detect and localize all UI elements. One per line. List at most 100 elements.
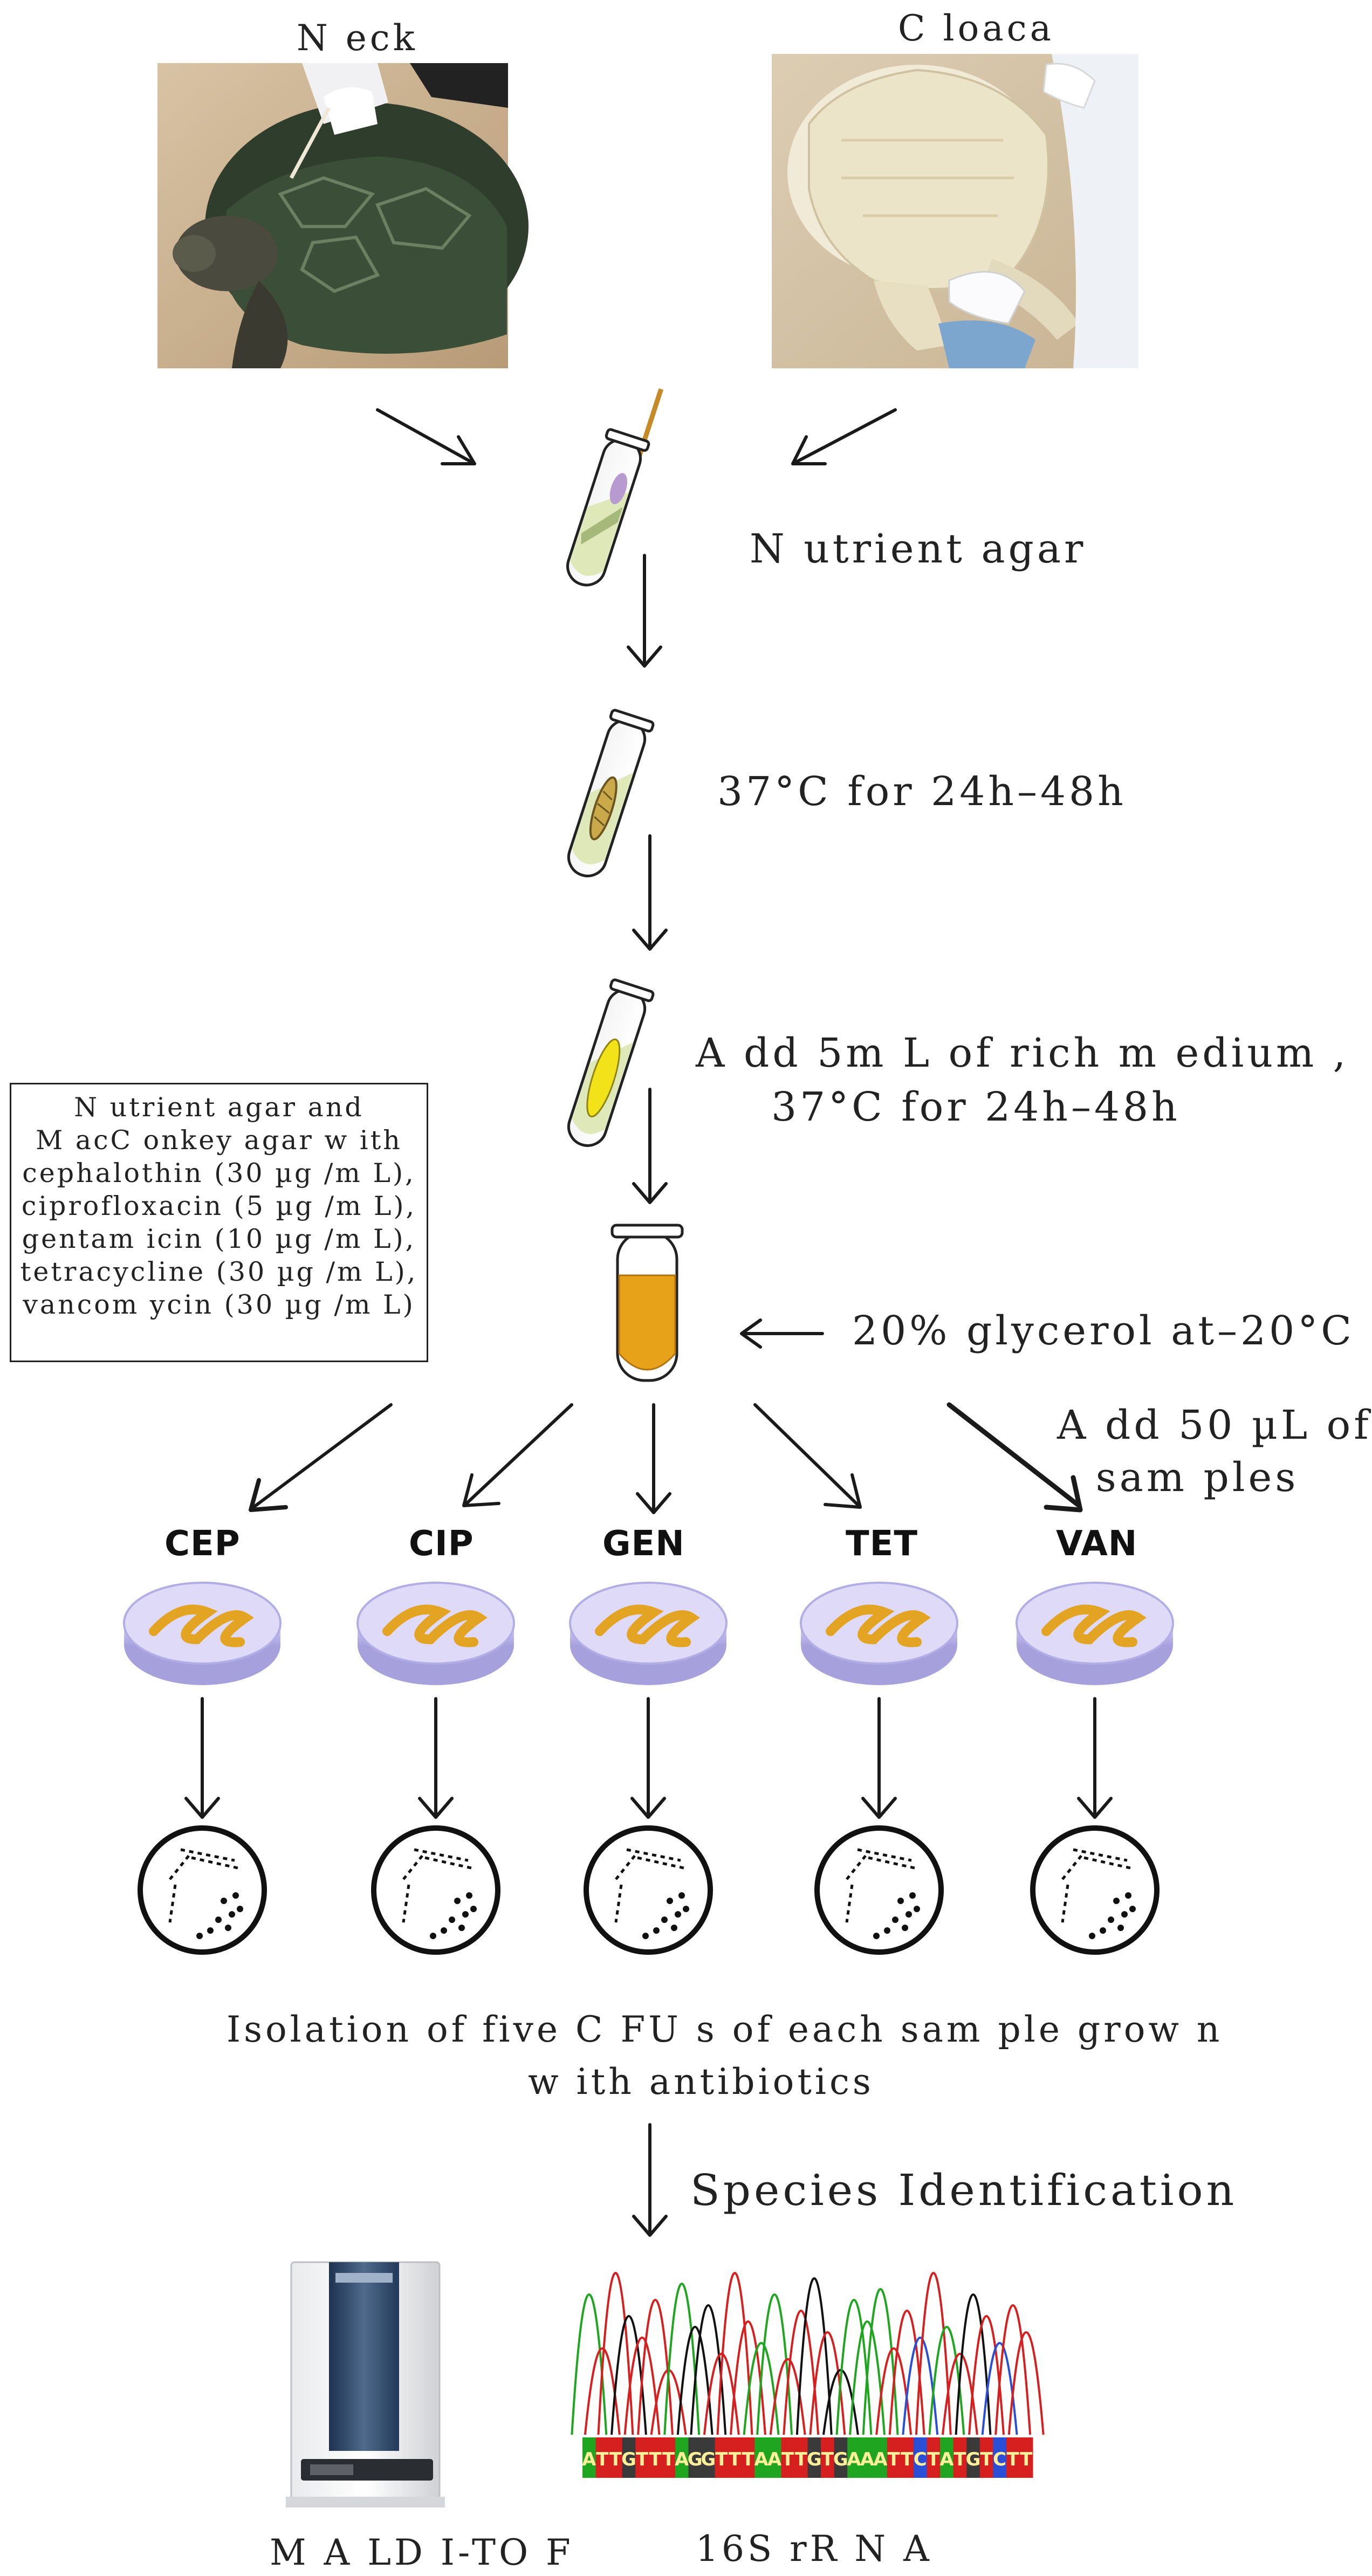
antibiotic-label-gen: GEN xyxy=(602,1524,685,1564)
sequence-cell xyxy=(993,2437,1007,2478)
sequence-base: T xyxy=(729,2449,742,2470)
antibiotic-label-cip: CIP xyxy=(409,1524,474,1564)
sequence-base: T xyxy=(1007,2449,1020,2470)
colony-plate-cep xyxy=(138,1825,267,1955)
chromatogram-peak xyxy=(676,2326,714,2435)
chromatogram-peak xyxy=(1007,2331,1045,2435)
petri-dish-van xyxy=(1016,1582,1174,1685)
isolation-label-line1: Isolation of five C FU s of each sam ple… xyxy=(227,2009,1223,2050)
incubation-label: 37°C for 24h–48h xyxy=(717,768,1127,815)
media-box-line: tetracycline (30 µg /m L), xyxy=(20,1256,418,1287)
sequence-base: T xyxy=(888,2449,901,2470)
sequence-cell xyxy=(675,2437,689,2478)
media-box-line: N utrient agar and xyxy=(74,1092,364,1123)
sequence-cell xyxy=(953,2437,967,2478)
chromatogram-peak xyxy=(994,2304,1032,2435)
sequence-cell xyxy=(622,2437,636,2478)
antibiotic-label-cep: CEP xyxy=(164,1524,241,1564)
media-box-line: cephalothin (30 µg /m L), xyxy=(22,1158,416,1189)
sequence-base: A xyxy=(939,2449,954,2470)
sequence-base: A xyxy=(767,2449,782,2470)
flow-arrows xyxy=(184,408,1113,2237)
sequence-base: C xyxy=(914,2449,927,2470)
sequence-base: T xyxy=(953,2449,966,2470)
sequence-cell xyxy=(860,2437,874,2478)
sequence-base: T xyxy=(715,2449,728,2470)
sequence-base: T xyxy=(596,2449,609,2470)
colony-plate-cip xyxy=(371,1825,500,1955)
sequence-base: T xyxy=(901,2449,914,2470)
cloaca-photo xyxy=(772,54,1138,368)
sequence-cell xyxy=(741,2437,755,2478)
chromatogram-peak xyxy=(968,2315,1005,2435)
sequence-cell xyxy=(966,2437,980,2478)
sequence-base: T xyxy=(781,2449,794,2470)
media-box-line: ciprofloxacin (5 µg /m L), xyxy=(21,1191,417,1221)
petri-dish-tet xyxy=(800,1582,958,1685)
media-box-line: gentam icin (10 µg /m L), xyxy=(22,1224,416,1254)
chromatogram-peak xyxy=(795,2277,833,2435)
cloaca-label: C loaca xyxy=(898,8,1054,49)
sequence-base: G xyxy=(701,2449,716,2470)
petri-dish-cip xyxy=(356,1582,515,1685)
sequence-cell xyxy=(807,2437,821,2478)
chromatogram-peak xyxy=(849,2320,886,2435)
sequence-base: T xyxy=(662,2449,675,2470)
neck-photo xyxy=(157,63,529,368)
colony-plate-tet xyxy=(814,1825,944,1955)
neck-label: N eck xyxy=(297,17,418,59)
sequence-cell xyxy=(728,2437,742,2478)
chromatogram-peak xyxy=(663,2283,701,2435)
sequence-cell xyxy=(662,2437,676,2478)
sequence-cell xyxy=(767,2437,781,2478)
colony-plate-van xyxy=(1030,1825,1160,1955)
sequence-base: A xyxy=(860,2449,875,2470)
sequence-cell xyxy=(688,2437,702,2478)
antibiotic-label-van: VAN xyxy=(1056,1524,1138,1564)
sequence-base: A xyxy=(847,2449,861,2470)
species-identification-title: Species Identification xyxy=(690,2165,1238,2215)
maldi-tof-instrument xyxy=(286,2261,445,2508)
chromatogram-peak xyxy=(623,2337,661,2435)
chromatogram-peak xyxy=(955,2293,992,2435)
sequence-base: T xyxy=(1020,2449,1033,2470)
sequence-base: C xyxy=(993,2449,1006,2470)
sequence-base: G xyxy=(807,2449,822,2470)
colony-plate-gen xyxy=(584,1825,713,1955)
sequence-base: G xyxy=(966,2449,981,2470)
chromatogram-peak xyxy=(756,2293,793,2435)
chromatogram-peak xyxy=(716,2272,753,2435)
sequence-base: T xyxy=(636,2449,649,2470)
petri-dish-gen xyxy=(569,1582,728,1685)
sequence-cell xyxy=(834,2437,848,2478)
sequence-base: A xyxy=(582,2449,596,2470)
sequence-cell xyxy=(754,2437,769,2478)
media-box-line: M acC onkey agar w ith xyxy=(36,1125,402,1156)
sequence-base: T xyxy=(821,2449,834,2470)
sequence-base: G xyxy=(833,2449,848,2470)
chromatogram-peak xyxy=(571,2293,608,2435)
petri-dish-cep xyxy=(123,1582,282,1685)
petri-dish-row xyxy=(123,1582,1174,1685)
colony-plate-row xyxy=(138,1825,1160,1955)
sequence-base: T xyxy=(609,2449,622,2470)
isolation-label-line2: w ith antibiotics xyxy=(528,2061,874,2103)
media-box-line: vancom ycin (30 µg /m L) xyxy=(23,1289,415,1320)
sequence-cell xyxy=(1006,2437,1020,2478)
sequence-cell xyxy=(702,2437,716,2478)
sequence-base: G xyxy=(688,2449,703,2470)
sequence-cell xyxy=(595,2437,609,2478)
sequence-cell xyxy=(1019,2437,1033,2478)
add-medium-label-line1: A dd 5m L of rich m edium , xyxy=(696,1030,1349,1076)
sequence-cell xyxy=(635,2437,649,2478)
antibiotic-label-tet: TET xyxy=(846,1524,918,1564)
chromatogram-peak xyxy=(835,2299,873,2435)
sequence-base: T xyxy=(980,2449,993,2470)
sequence-cell xyxy=(794,2437,808,2478)
sequence-cell xyxy=(648,2437,662,2478)
swab-tube xyxy=(566,388,664,587)
chromatogram-peak xyxy=(915,2272,952,2435)
sequence-cell xyxy=(900,2437,914,2478)
sequence-cell xyxy=(847,2437,861,2478)
